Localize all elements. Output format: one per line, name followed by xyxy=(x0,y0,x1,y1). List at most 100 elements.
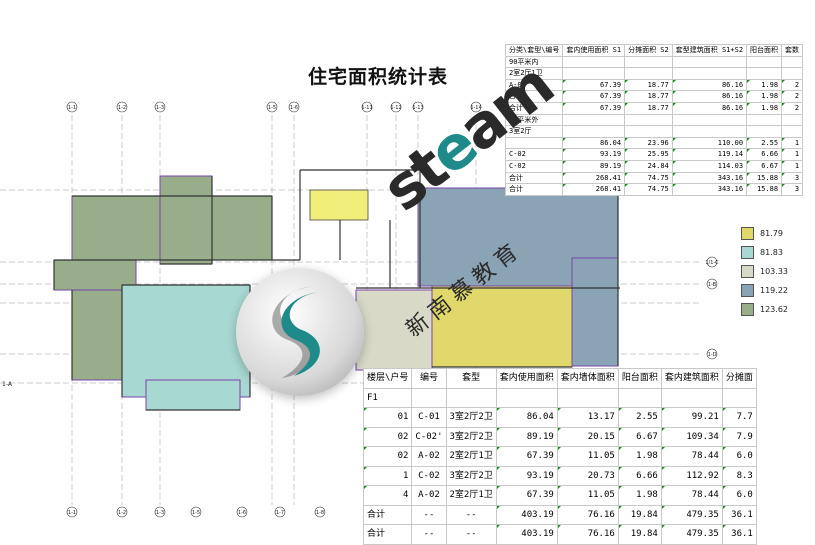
column-header[interactable]: 阳台面积 xyxy=(617,368,662,389)
table-cell[interactable]: 403.19 xyxy=(495,504,558,525)
table-cell[interactable] xyxy=(671,67,748,80)
table-cell[interactable] xyxy=(624,55,673,69)
table-cell[interactable]: -- xyxy=(411,504,447,525)
table-cell[interactable]: 86.16 xyxy=(671,90,748,103)
table-cell[interactable]: 268.41 xyxy=(562,171,626,185)
table-cell[interactable]: 479.35 xyxy=(660,524,723,545)
table-cell[interactable]: 4 xyxy=(362,485,413,506)
column-header[interactable]: 套内使用面积 S1 xyxy=(562,44,626,57)
table-cell[interactable]: 3室2厅2卫 xyxy=(445,426,497,447)
column-header[interactable]: 套型 xyxy=(445,368,497,389)
table-cell[interactable]: 20.73 xyxy=(556,465,619,486)
table-cell[interactable]: 15.88 xyxy=(746,171,783,185)
table-cell[interactable]: 3室2厅2卫 xyxy=(445,465,497,486)
column-header[interactable]: 分摊面积 S2 xyxy=(624,44,673,57)
table-cell[interactable]: 36.1 xyxy=(721,524,757,545)
table-cell[interactable]: 合计 xyxy=(504,183,564,196)
table-cell[interactable] xyxy=(746,125,783,138)
column-header[interactable]: 套数 xyxy=(781,44,804,57)
table-cell[interactable]: C-01 xyxy=(411,407,447,428)
table-cell[interactable]: 67.39 xyxy=(562,78,626,92)
table-cell[interactable]: 6.66 xyxy=(617,465,662,486)
table-cell[interactable] xyxy=(671,125,748,138)
table-cell[interactable]: 11.05 xyxy=(556,446,619,467)
table-cell[interactable]: 7.9 xyxy=(721,426,757,447)
table-cell[interactable]: 89.19 xyxy=(495,426,558,447)
table-cell[interactable] xyxy=(746,113,783,127)
table-cell[interactable]: 01 xyxy=(362,407,413,428)
table-cell[interactable] xyxy=(671,113,748,127)
table-cell[interactable]: 2 xyxy=(781,78,804,92)
table-cell[interactable]: 02 xyxy=(362,446,413,467)
table-cell[interactable]: C-02 xyxy=(504,148,564,161)
table-row[interactable]: F1 xyxy=(362,387,757,408)
table-cell[interactable]: -- xyxy=(445,524,497,545)
table-cell[interactable]: 15.88 xyxy=(746,183,783,196)
table-cell[interactable] xyxy=(504,136,564,150)
table-cell[interactable]: 343.16 xyxy=(671,183,748,196)
table-cell[interactable]: 6.0 xyxy=(721,485,757,506)
table-cell[interactable]: 343.16 xyxy=(671,171,748,185)
table-cell[interactable]: 1.98 xyxy=(746,78,783,92)
table-cell[interactable] xyxy=(562,67,626,80)
table-cell[interactable] xyxy=(624,67,673,80)
table-cell[interactable]: 86.16 xyxy=(671,78,748,92)
table-cell[interactable] xyxy=(671,55,748,69)
table-cell[interactable] xyxy=(781,55,804,69)
table-cell[interactable] xyxy=(781,125,804,138)
column-header[interactable]: 分摊面 xyxy=(721,368,757,389)
table-cell[interactable]: 74.75 xyxy=(624,171,673,185)
table-cell[interactable]: 11.05 xyxy=(556,485,619,506)
table-cell[interactable]: A-02 xyxy=(411,485,447,506)
table-cell[interactable]: 76.16 xyxy=(556,504,619,525)
table-cell[interactable]: F1 xyxy=(362,387,413,408)
table-cell[interactable] xyxy=(660,387,723,408)
table-cell[interactable]: 67.39 xyxy=(562,90,626,103)
table-cell[interactable]: 114.03 xyxy=(671,159,748,173)
table-cell[interactable]: 1.98 xyxy=(617,446,662,467)
table-cell[interactable]: 7.7 xyxy=(721,407,757,428)
table-cell[interactable]: 268.41 xyxy=(562,183,626,196)
table-cell[interactable]: -- xyxy=(411,524,447,545)
table-cell[interactable]: 3室2厅2卫 xyxy=(445,407,497,428)
column-header[interactable]: 分类\套型\编号 xyxy=(504,44,564,57)
table-cell[interactable]: 119.14 xyxy=(671,148,748,161)
table-cell[interactable]: 67.39 xyxy=(495,485,558,506)
table-cell[interactable]: 99.21 xyxy=(660,407,723,428)
table-cell[interactable]: 13.17 xyxy=(556,407,619,428)
column-header[interactable]: 套内建筑面积 xyxy=(660,368,723,389)
table-cell[interactable]: 6.67 xyxy=(617,426,662,447)
table-cell[interactable]: 67.39 xyxy=(562,101,626,115)
table-cell[interactable]: 3 xyxy=(781,183,804,196)
table-cell[interactable]: 1.98 xyxy=(746,90,783,103)
table-cell[interactable]: 2室2厅1卫 xyxy=(445,485,497,506)
table-cell[interactable]: 25.95 xyxy=(624,148,673,161)
table-cell[interactable] xyxy=(556,387,619,408)
table-cell[interactable]: 2室2厅1卫 xyxy=(445,446,497,467)
table-cell[interactable]: 19.84 xyxy=(617,524,662,545)
table-cell[interactable]: 合计 xyxy=(362,524,413,545)
table-cell[interactable]: 8.3 xyxy=(721,465,757,486)
table-cell[interactable]: 18.77 xyxy=(624,101,673,115)
table-cell[interactable] xyxy=(624,113,673,127)
table-cell[interactable]: 1 xyxy=(362,465,413,486)
table-cell[interactable]: 403.19 xyxy=(495,524,558,545)
table-cell[interactable]: 67.39 xyxy=(495,446,558,467)
table-cell[interactable]: 78.44 xyxy=(660,446,723,467)
table-cell[interactable]: C-02 xyxy=(411,465,447,486)
table-row[interactable]: 90平米外 xyxy=(504,113,804,127)
table-cell[interactable]: C-02 xyxy=(504,159,564,173)
column-header[interactable]: 阳台面积 xyxy=(746,44,783,57)
table-cell[interactable]: 1 xyxy=(781,148,804,161)
table-row[interactable]: 3室2厅 xyxy=(504,125,804,138)
